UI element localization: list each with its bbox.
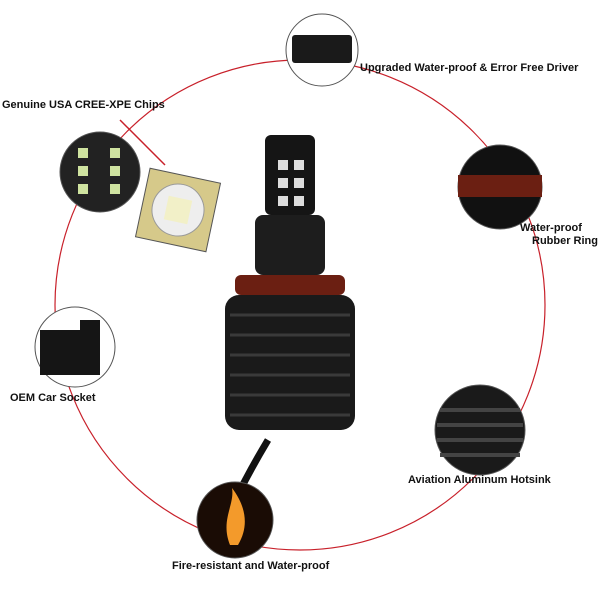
inset-driver [285, 13, 359, 87]
label-chips: Genuine USA CREE-XPE Chips [2, 99, 165, 111]
label-ring-line2: Rubber Ring [532, 235, 598, 247]
pointer-line [119, 119, 166, 166]
label-fire: Fire-resistant and Water-proof [172, 560, 330, 572]
inset-fire [196, 481, 274, 559]
label-ring-line1: Water-proof [520, 222, 582, 234]
cree-chip [134, 167, 222, 253]
led-bulb [221, 135, 355, 522]
inset-socket [34, 306, 116, 388]
inset-heatsink [434, 384, 526, 476]
label-driver: Upgraded Water-proof & Error Free Driver [360, 62, 579, 74]
label-heatsink: Aviation Aluminum Hotsink [408, 474, 551, 486]
label-socket: OEM Car Socket [10, 392, 96, 404]
inset-chips [59, 131, 141, 213]
inset-rubber-ring [457, 144, 543, 230]
